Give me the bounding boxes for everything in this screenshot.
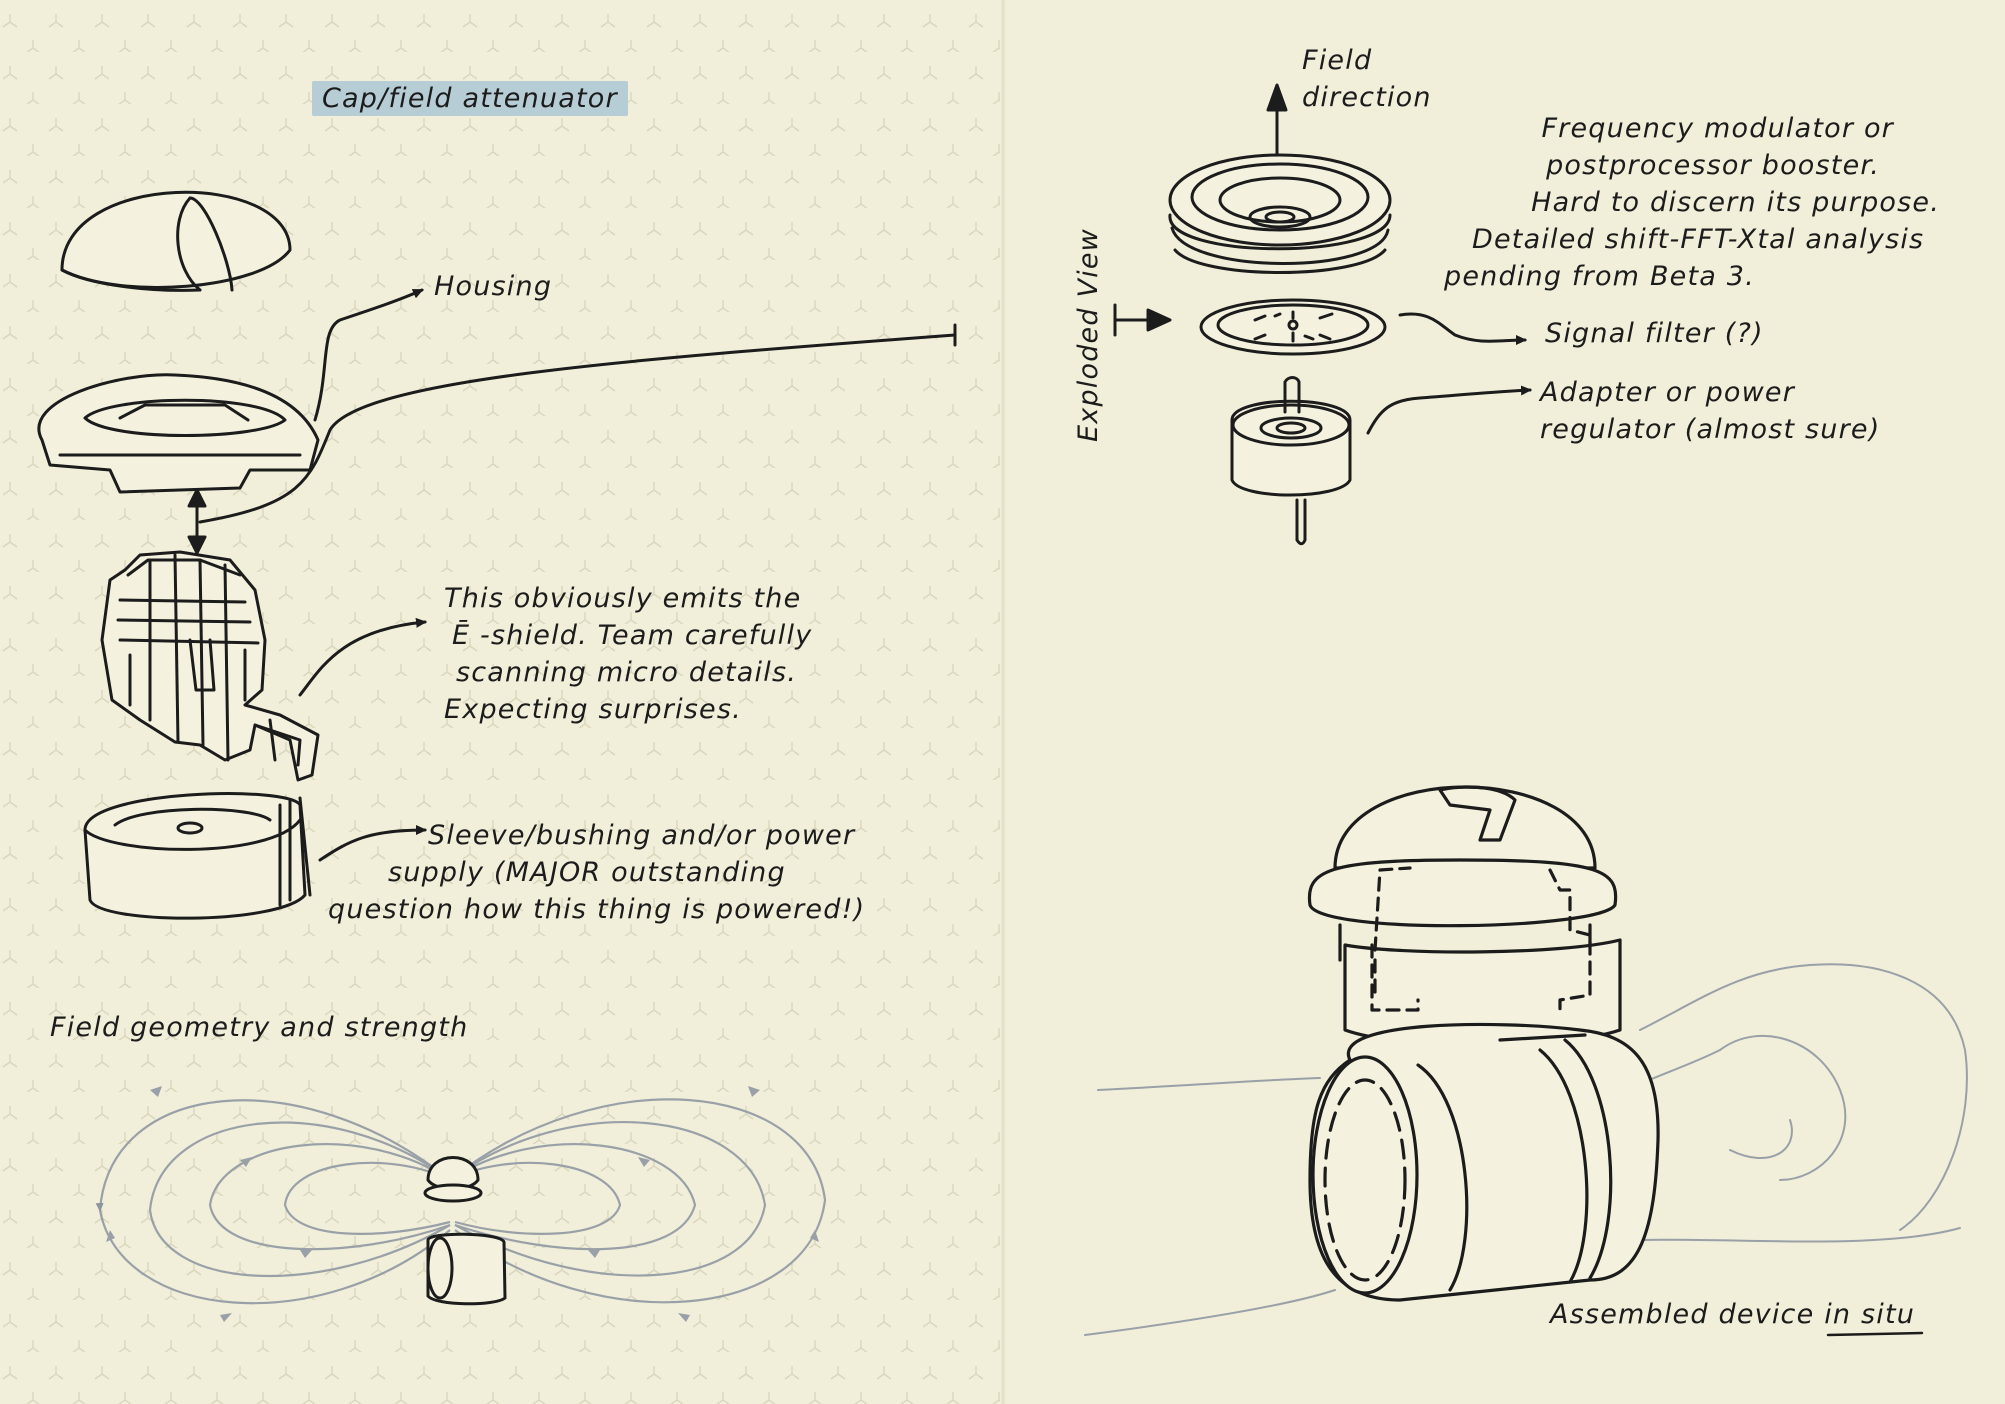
emitter-note-line: scanning micro details. bbox=[456, 657, 798, 688]
emitter-note: This obviously emits the Ē -shield. Team… bbox=[444, 580, 812, 728]
signal-filter-drawing bbox=[1199, 298, 1387, 356]
emitter-leader bbox=[298, 617, 427, 697]
sleeve-note-line: question how this thing is powered!) bbox=[328, 894, 866, 925]
cap-attenuator-label: Cap/field attenuator bbox=[312, 80, 628, 117]
emitter-note-line: Ē -shield. Team carefully bbox=[452, 620, 813, 651]
sleeve-note-line: Sleeve/bushing and/or power bbox=[428, 820, 856, 851]
housing-label: Housing bbox=[434, 271, 553, 302]
adapter-note: Adapter or power regulator (almost sure) bbox=[1540, 374, 1880, 448]
adapter-regulator-drawing bbox=[1230, 376, 1352, 546]
housing-drawing bbox=[37, 373, 320, 494]
sleeve-note: Sleeve/bushing and/or power supply (MAJO… bbox=[328, 817, 865, 928]
in-situ-underline bbox=[1826, 1331, 1924, 1337]
assembly-arrow bbox=[187, 488, 207, 555]
sleeve-note-line: supply (MAJOR outstanding bbox=[388, 857, 786, 888]
modulator-note-line: pending from Beta 3. bbox=[1444, 261, 1755, 292]
sleeve-leader bbox=[318, 825, 427, 862]
emitter-core-drawing bbox=[100, 550, 320, 782]
assembled-device-drawing bbox=[1084, 785, 1968, 1337]
sleeve-bushing-drawing bbox=[83, 792, 312, 920]
modulator-note-line: Hard to discern its purpose. bbox=[1531, 187, 1940, 218]
exploded-view-label: Exploded View bbox=[1073, 228, 1104, 442]
emitter-note-line: This obviously emits the bbox=[444, 583, 802, 614]
assembled-device-text: Assembled device bbox=[1550, 1299, 1815, 1330]
modulator-note-line: postprocessor booster. bbox=[1546, 150, 1880, 181]
modulator-note-line: Frequency modulator or bbox=[1541, 113, 1894, 144]
cap-attenuator-drawing bbox=[60, 190, 292, 292]
modulator-note-line: Detailed shift-FFT-Xtal analysis bbox=[1472, 224, 1925, 255]
field-geometry-label: Field geometry and strength bbox=[50, 1012, 469, 1043]
field-direction-label: Field direction bbox=[1302, 42, 1432, 116]
signal-filter-leader bbox=[1398, 312, 1527, 346]
housing-leader bbox=[313, 288, 424, 422]
adapter-note-line: Adapter or power bbox=[1540, 377, 1796, 408]
long-leader-line bbox=[198, 333, 957, 524]
emitter-note-line: Expecting surprises. bbox=[444, 694, 742, 725]
adapter-leader bbox=[1366, 385, 1532, 435]
field-geometry-drawing bbox=[95, 1086, 827, 1322]
assembled-device-label: Assembled device in situ bbox=[1550, 1296, 1915, 1333]
field-direction-line: Field bbox=[1302, 45, 1373, 76]
arm-sketch bbox=[1084, 963, 1968, 1336]
field-direction-line: direction bbox=[1302, 82, 1432, 113]
frequency-modulator-note-tail: Detailed shift-FFT-Xtal analysis pending… bbox=[1444, 221, 1924, 295]
adapter-note-line: regulator (almost sure) bbox=[1540, 414, 1881, 445]
in-situ-text: in situ bbox=[1824, 1299, 1916, 1330]
frequency-modulator-drawing bbox=[1168, 153, 1392, 274]
frequency-modulator-note: Frequency modulator or postprocessor boo… bbox=[1440, 110, 1940, 221]
signal-filter-label: Signal filter (?) bbox=[1545, 318, 1764, 349]
